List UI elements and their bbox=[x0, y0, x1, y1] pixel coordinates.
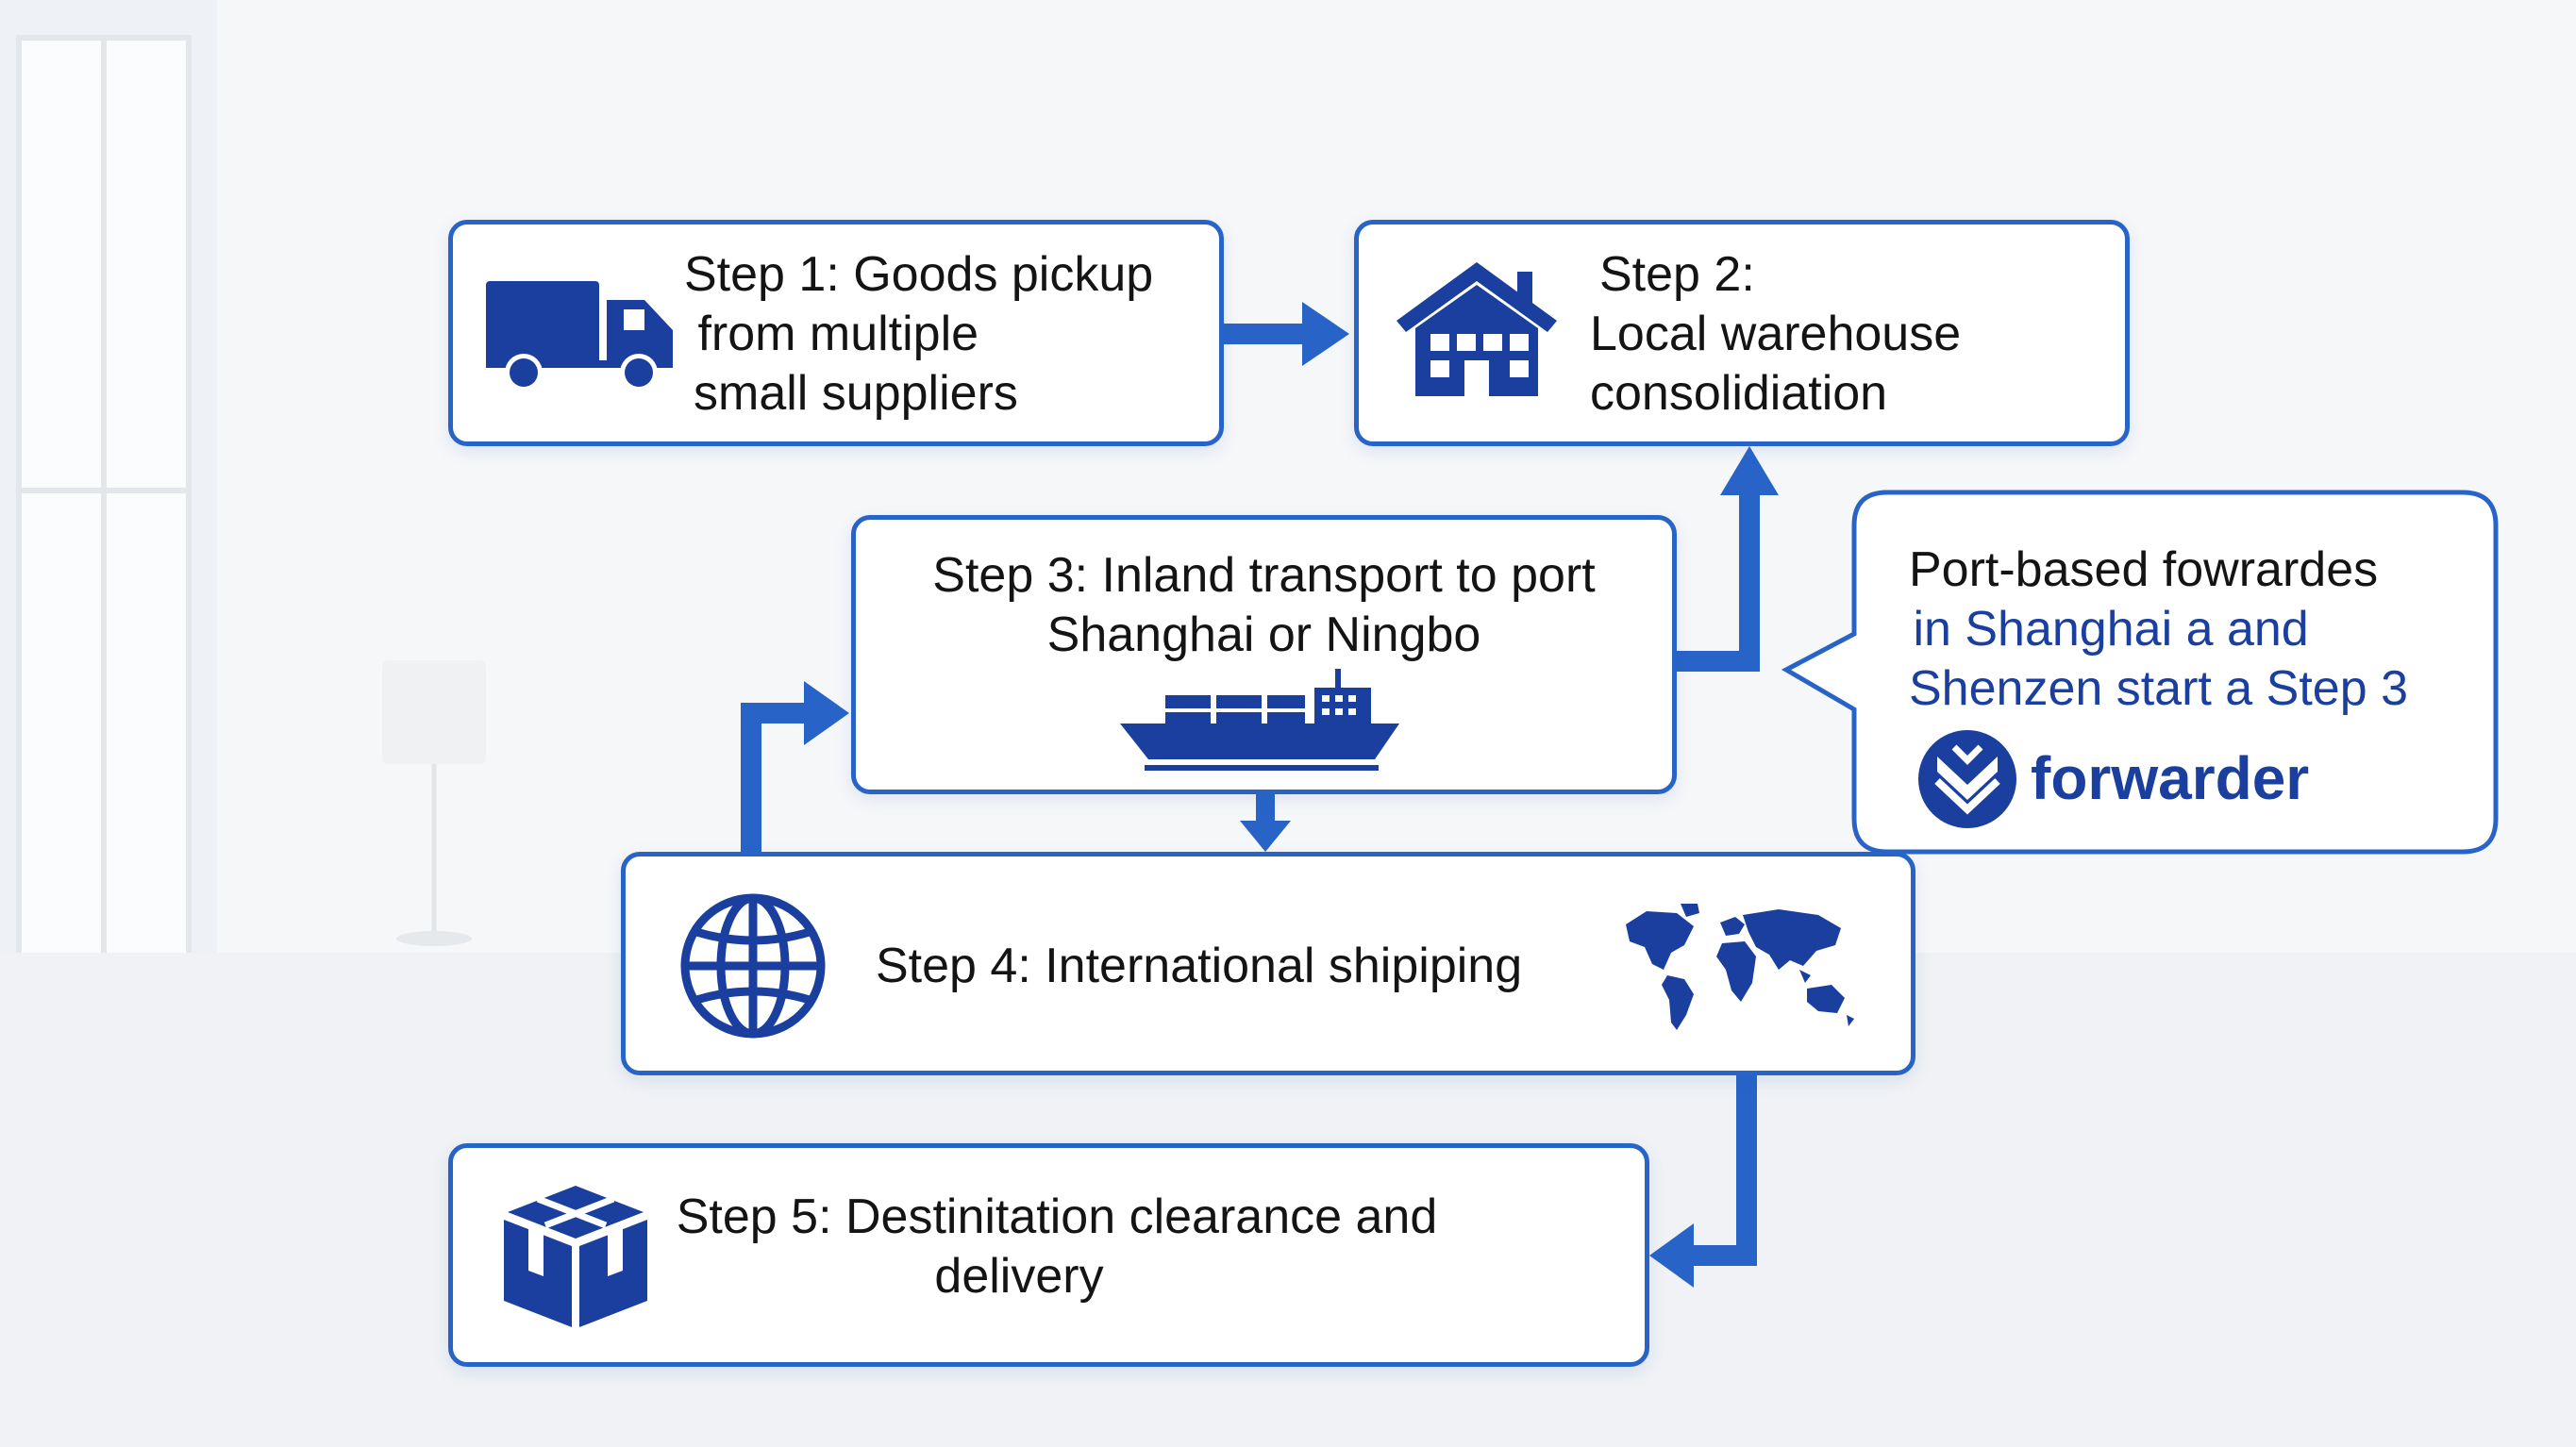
callout-line1: Port-based fowrardes bbox=[1909, 542, 2379, 597]
step2-line1: Step 2: bbox=[1599, 247, 1755, 302]
callout-line3: Shenzen start a Step 3 bbox=[1909, 661, 2409, 716]
step3-line2: Shanghai or Ningbo bbox=[1046, 607, 1481, 662]
callout-line2: in Shanghai a and bbox=[1899, 602, 2309, 657]
step2-line2: Local warehouse bbox=[1590, 307, 1962, 361]
step1-line2: from multiple bbox=[684, 307, 979, 361]
step5-box: Step 5: Destinitation clearance and deli… bbox=[448, 1143, 1649, 1367]
step1-line1: Step 1: Goods pickup bbox=[684, 247, 1154, 302]
step3-line1: Step 3: Inland transport to port bbox=[932, 548, 1596, 603]
step5-line2: delivery bbox=[934, 1249, 1104, 1304]
step2-line3: consolidiation bbox=[1590, 366, 1888, 421]
cargo-ship-icon bbox=[1120, 669, 1399, 771]
forwarder-logo-icon bbox=[1918, 730, 2016, 828]
step4-box: Step 4: International shipiping bbox=[621, 852, 1915, 1075]
truck-icon bbox=[486, 281, 673, 391]
step5-line1: Step 5: Destinitation clearance and bbox=[676, 1189, 1438, 1244]
step4-label: Step 4: International shipiping bbox=[876, 939, 1523, 993]
warehouse-icon bbox=[1397, 262, 1557, 396]
step1-box: Step 1: Goods pickup from multiple small… bbox=[448, 220, 1224, 446]
package-icon bbox=[504, 1186, 647, 1327]
world-map-icon bbox=[1626, 904, 1854, 1030]
globe-icon bbox=[680, 893, 826, 1039]
step1-line3: small suppliers bbox=[694, 366, 1018, 421]
step2-box: Step 2: Local warehouse consolidiation bbox=[1354, 220, 2130, 446]
forwarder-brand-name: forwarder bbox=[2031, 744, 2310, 812]
step3-box: Step 3: Inland transport to port Shangha… bbox=[851, 515, 1677, 794]
